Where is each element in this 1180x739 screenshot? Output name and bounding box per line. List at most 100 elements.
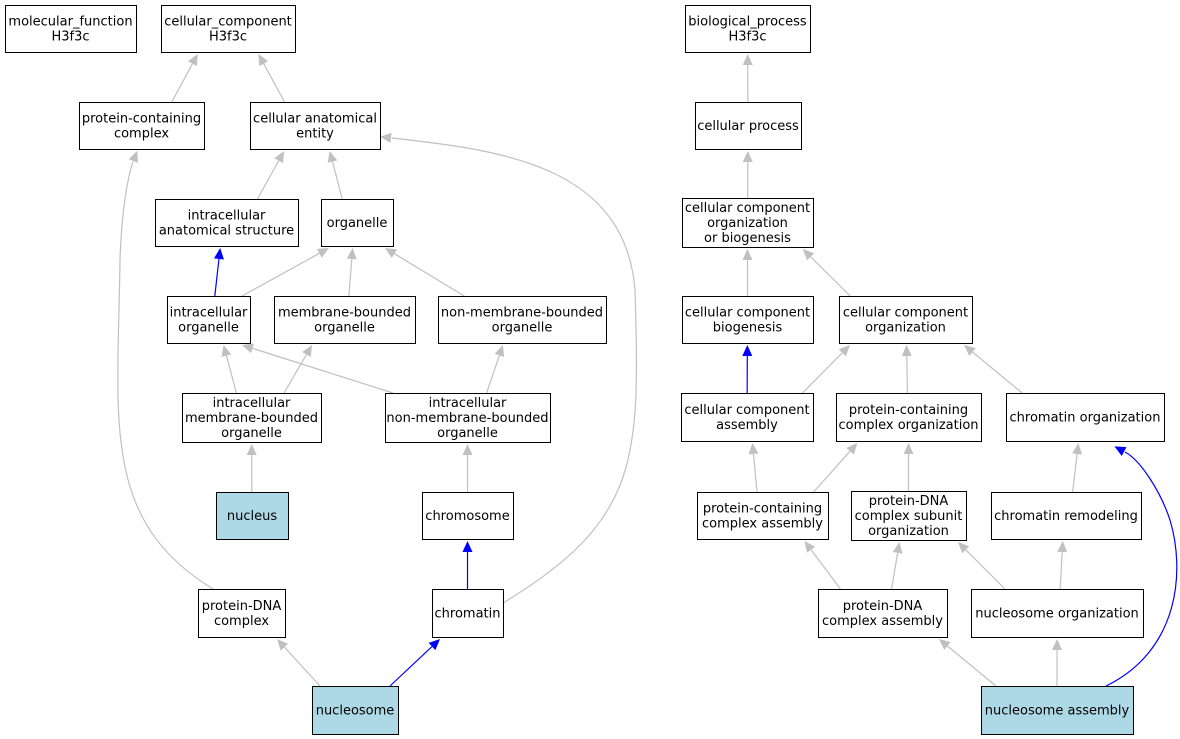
node-nucleosome-assembly[interactable]: nucleosome assembly [981, 686, 1134, 735]
node-label-line: cellular process [697, 119, 799, 134]
edge-cc_assembly-to-cc_organization [802, 345, 851, 394]
node-box [682, 198, 814, 248]
node-label-line: non-membrane-bounded [441, 306, 603, 321]
node-box [697, 492, 829, 540]
node-label-line: intracellular [429, 396, 507, 411]
edge-nucleosome-to-protein_dna_complex [277, 639, 321, 687]
node-cellular-process[interactable]: cellular process [695, 102, 802, 150]
node-label-line: protein-DNA [202, 599, 282, 614]
edge-organelle-to-cellular_anatomical_entity [327, 151, 343, 200]
node-label-line: organelle [178, 321, 239, 336]
node-label-line: organization [868, 524, 949, 539]
edge-intracellular_organelle-to-intracellular_anatomical_structure [214, 248, 224, 297]
node-label-line: intracellular [188, 209, 266, 224]
node-label-line: assembly [716, 418, 778, 433]
node-label-line: H3f3c [209, 30, 247, 45]
node-label-line: complex [114, 127, 169, 142]
node-box [274, 296, 416, 344]
edge-chromatin_remodeling-to-chromatin_organization [1072, 443, 1083, 493]
node-box [981, 686, 1134, 735]
edge-nucleus-to-intracellular_mb_organelle [246, 444, 257, 493]
node-chromatin-organization[interactable]: chromatin organization [1006, 393, 1165, 442]
node-box [79, 102, 205, 150]
edge-protein_dna_complex_assembly-to-pc_complex_assembly [804, 541, 841, 590]
edge-cc_biogenesis-to-cc_org_or_biogenesis [742, 249, 753, 296]
edge-protein_dna_subunit_org-to-pc_complex_organization [903, 443, 914, 491]
edge-intracellular_organelle-to-organelle [241, 248, 329, 297]
node-label-line: entity [296, 127, 334, 142]
node-label-line: nucleus [227, 509, 277, 524]
node-label-line: cellular component [684, 403, 809, 418]
node-intracellular-nmb-organelle[interactable]: intracellularnon-membrane-boundedorganel… [385, 393, 551, 443]
node-label-line: nucleosome [316, 704, 395, 719]
node-box [5, 5, 137, 53]
node-chromatin[interactable]: chromatin [432, 589, 504, 638]
node-label-line: organelle [437, 426, 498, 441]
node-label-line: anatomical structure [159, 224, 294, 239]
edge-cc_organization-to-cc_org_or_biogenesis [802, 249, 851, 297]
node-box [385, 393, 551, 443]
edge-nucleosome_assembly-to-nucleosome_organization [1052, 639, 1062, 686]
edge-chromatin-to-chromosome [462, 541, 473, 589]
edge-non_membrane_bounded_organelle-to-organelle [385, 248, 465, 297]
edge-pc_complex_assembly-to-cc_assembly [748, 443, 759, 493]
node-nucleus[interactable]: nucleus [216, 492, 289, 540]
node-label-line: protein-containing [849, 403, 968, 418]
node-box [155, 199, 299, 247]
node-box [438, 296, 607, 344]
node-label-line: cellular component [843, 306, 968, 321]
edge-intracellular_anatomical_structure-to-cellular_anatomical_entity [256, 151, 285, 200]
node-label-line: cellular_component [164, 15, 292, 30]
node-label-line: chromatin organization [1010, 411, 1161, 426]
node-box [836, 393, 982, 442]
node-nucleosome[interactable]: nucleosome [312, 686, 399, 735]
node-label-line: complex assembly [822, 614, 943, 629]
node-box [991, 492, 1142, 540]
edge-chromatin-to-cellular_anatomical_entity [380, 132, 638, 604]
node-label-line: cellular anatomical [253, 112, 377, 127]
node-box [198, 589, 286, 638]
edge-protein_containing_complex-to-cc_root [171, 54, 198, 103]
node-label-line: cellular component [685, 306, 810, 321]
node-label-line: or biogenesis [704, 231, 791, 246]
node-box [681, 393, 814, 442]
node-label-line: organization [865, 321, 946, 336]
node-label-line: protein-DNA [869, 494, 949, 509]
edge-intracellular_nmb_organelle-to-intracellular_organelle [242, 343, 394, 394]
node-label-line: biogenesis [713, 321, 783, 336]
node-label-line: organelle [221, 426, 282, 441]
node-organelle[interactable]: organelle [321, 199, 394, 247]
node-label-line: protein-DNA [843, 599, 923, 614]
node-nucleosome-organization[interactable]: nucleosome organization [971, 589, 1144, 638]
node-box [167, 296, 251, 344]
node-chromatin-remodeling[interactable]: chromatin remodeling [991, 492, 1142, 540]
edge-intracellular_mb_organelle-to-membrane_bounded_organelle [283, 345, 312, 394]
edge-membrane_bounded_organelle-to-organelle [346, 248, 357, 297]
node-chromosome[interactable]: chromosome [422, 492, 514, 540]
node-label-line: chromosome [425, 509, 509, 524]
node-box [1006, 393, 1165, 442]
edge-cellular_process-to-bp_root [742, 54, 753, 103]
node-box [682, 296, 814, 344]
node-box [818, 589, 948, 638]
